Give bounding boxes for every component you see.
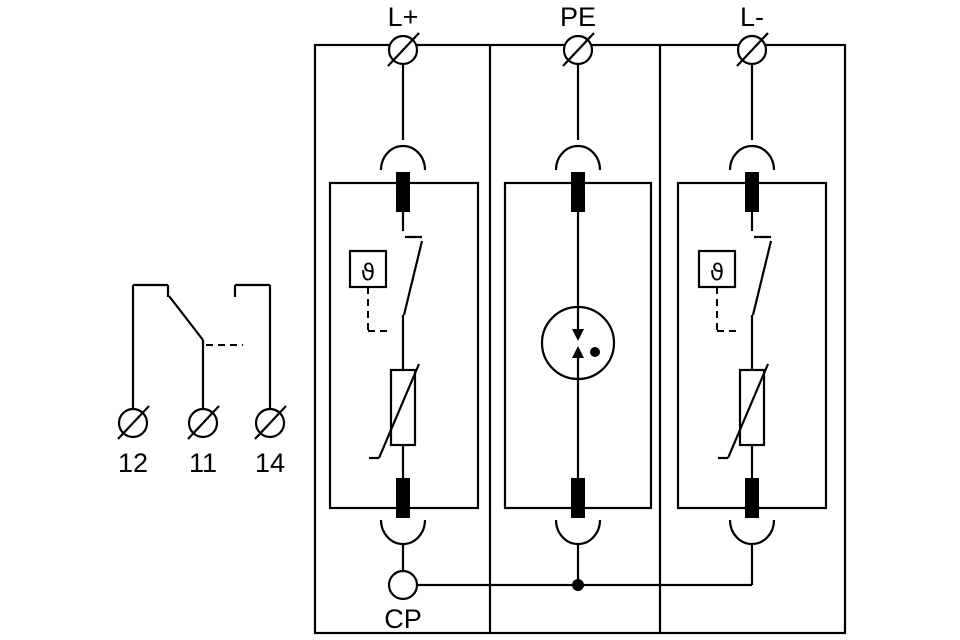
varistor-diagonal (726, 363, 770, 459)
junction-dot (572, 579, 584, 591)
terminal-slash (736, 32, 769, 67)
path-l-minus: ϑ (697, 64, 776, 585)
arrowhead-up (572, 346, 584, 358)
varistor (718, 363, 770, 460)
contact-blade (571, 478, 585, 518)
terminal-slash (254, 405, 287, 440)
label-12: 12 (118, 448, 148, 478)
cp-bus: CP (384, 569, 752, 634)
path-l-plus: ϑ (348, 64, 427, 571)
label-cp: CP (384, 604, 422, 634)
contact-blade (396, 172, 410, 212)
varistor-diagonal (377, 363, 421, 459)
arrowhead-down (572, 329, 584, 341)
plug-contact-arc (554, 144, 602, 171)
terminal-slash (562, 32, 595, 67)
label-11: 11 (189, 448, 217, 478)
thermal-disconnect: ϑ (697, 249, 740, 332)
contact-blade (571, 172, 585, 212)
terminal-slash (387, 32, 420, 67)
label-14: 14 (255, 448, 285, 478)
terminal-l-minus: L- (736, 2, 769, 67)
plug-contact-arc (379, 144, 427, 171)
plug-contact-arc (554, 519, 602, 546)
thermal-disconnect: ϑ (348, 249, 391, 332)
changeover-blade (168, 295, 204, 341)
plug-contact-arc (728, 144, 776, 171)
varistor (369, 363, 421, 460)
remote-signalling-contact: 12 11 14 (117, 283, 287, 478)
plug-contact-arc (728, 519, 776, 546)
path-pe (540, 64, 616, 585)
contact-blade (745, 172, 759, 212)
terminal-slash (117, 405, 150, 440)
label-l-plus: L+ (388, 2, 419, 32)
disconnect-switch-blade (402, 240, 424, 316)
thermal-symbol: ϑ (361, 260, 375, 286)
gdt-gas-dot (590, 347, 600, 357)
plug-contact-arc (379, 519, 427, 546)
terminal-pe: PE (560, 2, 596, 67)
terminal-cp (387, 569, 419, 601)
gas-discharge-tube (540, 212, 616, 478)
contact-blade (396, 478, 410, 518)
contact-blade (745, 478, 759, 518)
thermal-symbol: ϑ (710, 260, 724, 286)
label-l-minus: L- (740, 2, 764, 32)
terminal-l-plus: L+ (387, 2, 420, 67)
label-pe: PE (560, 2, 596, 32)
disconnect-switch-blade (751, 240, 773, 316)
terminal-slash (187, 405, 220, 440)
